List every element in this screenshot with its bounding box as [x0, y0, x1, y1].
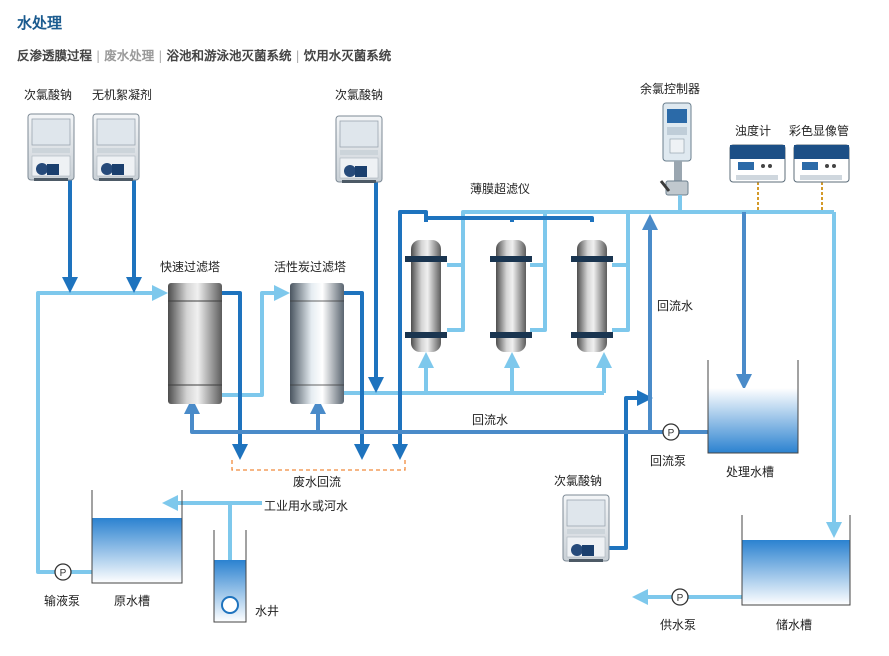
pipe-top-header: [461, 210, 834, 330]
label-raw-tank: 原水槽: [114, 594, 151, 608]
residual-chlorine-controller: [659, 102, 692, 212]
nav-link-wastewater[interactable]: 废水处理: [104, 48, 155, 63]
label-hypo-1: 次氯酸钠: [24, 88, 73, 102]
nav-separator: |: [96, 48, 101, 63]
hypochlorite-doser-1: [27, 113, 75, 182]
label-turbidity: 浊度计: [735, 124, 772, 138]
treated-water-tank: [707, 360, 799, 454]
coagulant-doser: [92, 113, 140, 182]
page-title: 水处理: [17, 14, 63, 32]
label-chlorine-controller: 余氯控制器: [640, 82, 701, 96]
nav-link-drinking[interactable]: 饮用水灭菌系统: [303, 48, 392, 63]
pipe-return-loop: [184, 398, 708, 434]
uf-membrane-1: [405, 240, 447, 352]
well: [213, 530, 247, 623]
carbon-filter-tower: [290, 283, 344, 404]
svg-text:P: P: [677, 593, 684, 604]
label-hypo-2: 次氯酸钠: [335, 88, 384, 102]
svg-text:P: P: [60, 568, 67, 579]
label-feed-pump: 输液泵: [44, 594, 81, 608]
hypochlorite-doser-2: [335, 115, 383, 184]
feed-pump-icon: P: [54, 563, 72, 581]
color-display-tube: [793, 144, 850, 183]
uf-membrane-2: [490, 240, 532, 352]
pipe-waste-fast: [222, 291, 248, 460]
return-pump-icon: P: [662, 423, 680, 441]
label-color-tube: 彩色显像管: [789, 124, 850, 138]
label-uf: 薄膜超滤仪: [470, 182, 531, 196]
supply-pump-icon: P: [671, 588, 689, 606]
label-waste-return: 废水回流: [293, 475, 342, 489]
nav-separator: |: [158, 48, 163, 63]
nav-separator: |: [295, 48, 300, 63]
breadcrumb-nav: 反渗透膜过程|废水处理|浴池和游泳池灭菌系统|饮用水灭菌系统: [17, 45, 391, 64]
raw-water-tank: [91, 490, 183, 584]
label-return-water-2: 回流水: [472, 413, 509, 427]
storage-water-tank: [741, 515, 851, 606]
turbidity-meter: [729, 144, 786, 183]
label-storage-tank: 储水槽: [776, 618, 813, 632]
label-coagulant: 无机絮凝剂: [92, 88, 153, 102]
label-fast-filter: 快速过滤塔: [160, 260, 221, 274]
svg-text:P: P: [668, 428, 675, 439]
pipe-fast-to-carbon: [222, 285, 290, 397]
label-return-water-1: 回流水: [657, 299, 694, 313]
nav-link-ro[interactable]: 反渗透膜过程: [17, 48, 93, 63]
label-return-pump: 回流泵: [650, 454, 687, 468]
label-carbon-filter: 活性炭过滤塔: [274, 260, 347, 274]
uf-membrane-3: [571, 240, 613, 352]
label-hypo-3: 次氯酸钠: [554, 474, 603, 488]
label-industrial-water: 工业用水或河水: [264, 499, 349, 513]
nav-link-pool[interactable]: 浴池和游泳池灭菌系统: [166, 48, 292, 63]
fast-filter-tower: [168, 283, 222, 404]
label-supply-pump: 供水泵: [660, 618, 697, 632]
pipe-waste-carbon: [344, 291, 370, 460]
hypochlorite-doser-3: [562, 494, 610, 563]
waste-return-bracket: [231, 460, 406, 471]
label-treated-tank: 处理水槽: [726, 465, 775, 479]
label-well: 水井: [255, 604, 280, 618]
